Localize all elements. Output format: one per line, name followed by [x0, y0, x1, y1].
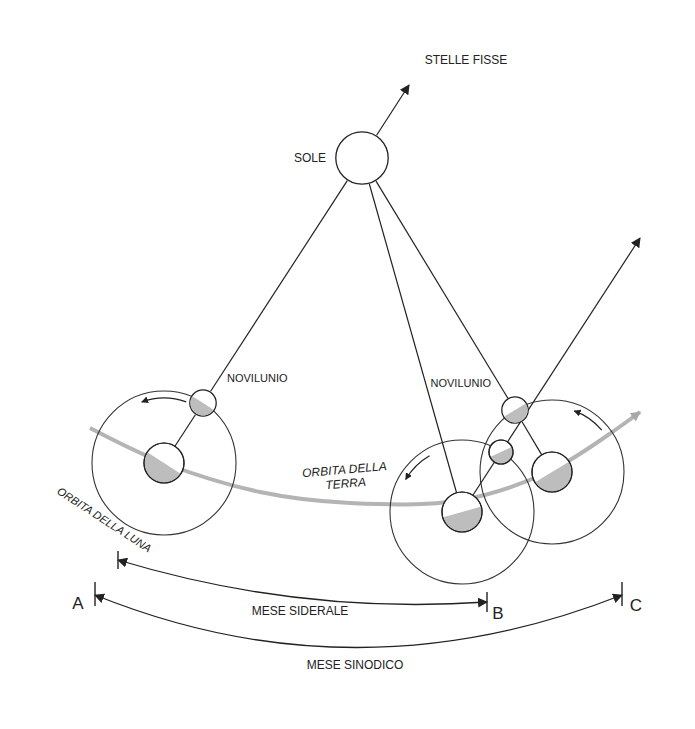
moon-orbit [92, 391, 236, 535]
orbit-direction-arrow [406, 456, 430, 480]
period-label: MESE SIDERALE [252, 604, 349, 618]
sun-circle: SOLE [335, 131, 389, 185]
direction-label: STELLE FISSE [425, 53, 508, 67]
position-letter: B [492, 604, 503, 624]
earth-symbol [532, 452, 572, 492]
fixed-stars-direction [473, 238, 640, 495]
body-outline [189, 389, 217, 417]
phase-label: NOVILUNIO [429, 377, 492, 390]
earth-symbol [144, 443, 184, 483]
period-label: MESE SINODICO [307, 658, 404, 672]
phase-label: NOVILUNIO [226, 372, 289, 385]
earth-symbol [442, 492, 482, 532]
orbit-direction-arrow [574, 411, 602, 430]
sun-earth-line [369, 184, 456, 493]
bracket-tick [94, 582, 95, 606]
orbit-label: ORBITA DELLA LUNA [54, 485, 153, 556]
position-letter: C [630, 596, 642, 616]
moon-orbit [480, 400, 624, 544]
moon-circle: NOVILUNIO [501, 396, 529, 424]
moon-earth-line [175, 415, 195, 446]
fixed-stars-direction [377, 85, 409, 135]
body-label: SOLE [293, 151, 327, 165]
earth-orbit [90, 412, 640, 504]
sidereal-month-arrow [118, 560, 487, 604]
moon-orbit [390, 440, 534, 584]
bracket-tick [621, 582, 622, 606]
body-outline [335, 131, 389, 185]
synodic-month-arrow [95, 595, 622, 648]
orbit-direction-arrow [142, 398, 186, 402]
moon-circle: NOVILUNIO [189, 389, 217, 417]
body-outline [501, 396, 529, 424]
moon-symbol [489, 440, 513, 464]
orbit-label: ORBITA DELLA TERRA [301, 459, 389, 495]
position-letter: A [72, 594, 83, 614]
sun-moon-line [211, 181, 348, 392]
moon-earth-line [522, 422, 542, 455]
sun-moon-line [376, 181, 508, 398]
